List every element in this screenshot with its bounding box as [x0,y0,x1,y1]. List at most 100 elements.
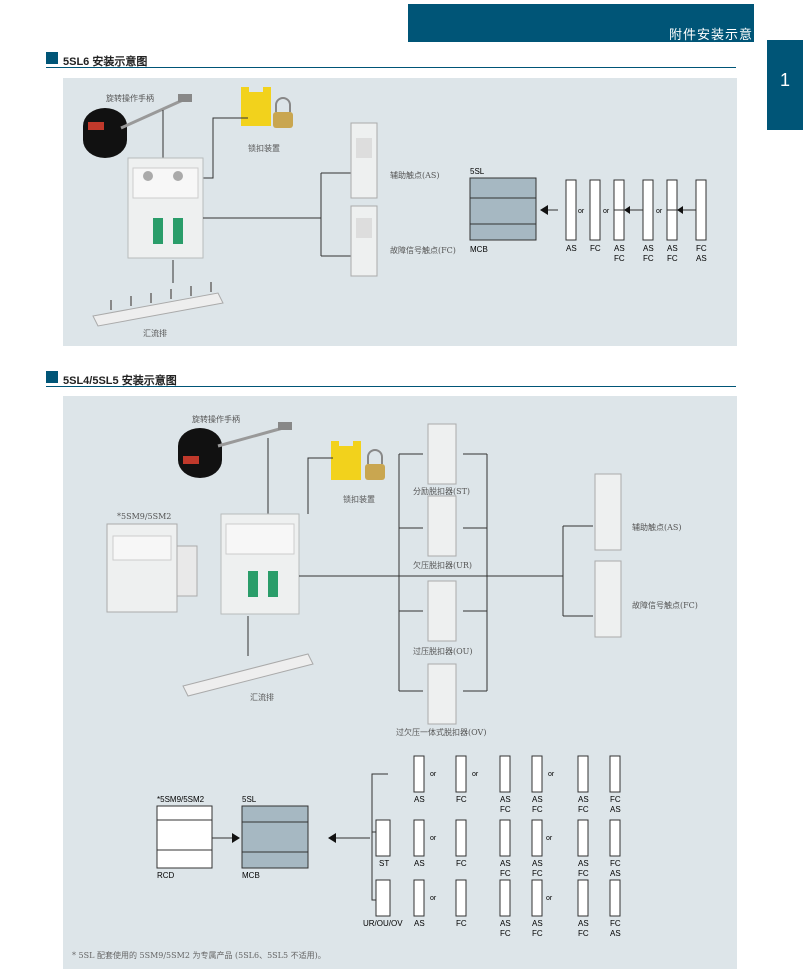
svg-text:FC: FC [614,254,625,263]
aux-contact-images-2 [594,473,622,638]
svg-text:FC: FC [590,244,601,253]
busbar-image [92,260,224,327]
mcb-block [469,177,537,241]
aux-contact-image [350,122,378,277]
ov-label: 过欠压一体式脱扣器(OV) [396,728,487,737]
svg-text:FC: FC [578,805,589,814]
mcb-block-2 [241,805,309,869]
fc-label-2: 故障信号触点(FC) [632,601,698,610]
svg-text:AS: AS [578,795,589,804]
section2-illustration [106,422,622,725]
svg-text:AS: AS [578,919,589,928]
section1-title: 5SL6 安装示意图 [63,56,148,68]
section2-rule [46,386,736,387]
svg-text:or: or [430,835,437,842]
mcb-block-bottom-label-2: MCB [242,871,260,880]
lock-label: 锁扣装置 [248,144,280,153]
svg-text:FC: FC [532,929,543,938]
section1-rule [46,67,736,68]
rcd-block [156,805,213,869]
mcb-block-top-label: 5SL [470,167,485,176]
svg-text:or: or [430,771,437,778]
svg-text:or: or [546,835,553,842]
svg-text:FC: FC [696,244,707,253]
rcd-image [106,523,198,613]
svg-text:AS: AS [532,859,543,868]
busbar-label: 汇流排 [143,329,167,338]
svg-text:FC: FC [500,929,511,938]
svg-text:AS: AS [414,859,425,868]
svg-text:AS: AS [696,254,707,263]
svg-text:or: or [578,208,585,215]
chapter-tab: 1 [767,40,803,130]
rcd-block-bottom-label: RCD [157,871,175,880]
svg-text:or: or [430,895,437,902]
rotary-handle-image [83,94,192,158]
svg-text:FC: FC [578,929,589,938]
svg-text:AS: AS [643,244,654,253]
rcd-block-top-label: *5SM9/5SM2 [157,795,205,804]
fc-label: 故障信号触点(FC) [390,246,456,255]
section1-marker [46,52,58,64]
svg-text:AS: AS [610,929,621,938]
svg-text:FC: FC [456,859,467,868]
rotary-handle-image-2 [178,422,292,478]
svg-text:AS: AS [614,244,625,253]
svg-text:FC: FC [456,919,467,928]
as-label-2: 辅助触点(AS) [632,523,682,532]
busbar-image-2 [182,616,314,697]
section1-illustration [83,87,378,327]
handle-label: 旋转操作手柄 [106,94,154,103]
st-label: 分励脱扣器(ST) [413,487,471,496]
svg-text:AS: AS [566,244,577,253]
svg-text:FC: FC [532,805,543,814]
svg-text:FC: FC [456,795,467,804]
svg-text:or: or [656,208,663,215]
svg-text:FC: FC [643,254,654,263]
section2-schematic: *5SM9/5SM2 RCD 5SL MCB or or or AS FC AS… [156,755,621,938]
mcb-block-top-label-2: 5SL [242,795,257,804]
svg-text:AS: AS [414,919,425,928]
release-device-images [427,423,457,725]
svg-text:FC: FC [578,869,589,878]
lock-label-2: 锁扣装置 [343,495,375,504]
svg-text:FC: FC [500,869,511,878]
svg-text:FC: FC [500,805,511,814]
mcb-image-2 [220,513,300,615]
lock-device-image-2 [331,441,385,480]
svg-text:UR/OU/OV: UR/OU/OV [363,919,403,928]
svg-text:AS: AS [667,244,678,253]
svg-text:AS: AS [500,859,511,868]
svg-text:FC: FC [667,254,678,263]
svg-text:FC: FC [610,859,621,868]
page-title: 附件安装示意 [668,27,753,42]
section2-panel [63,396,737,969]
svg-text:FC: FC [610,795,621,804]
svg-text:AS: AS [610,805,621,814]
ur-label: 欠压脱扣器(UR) [413,561,473,570]
svg-text:or: or [603,208,610,215]
svg-text:or: or [472,771,479,778]
ou-label: 过压脱扣器(OU) [413,647,473,656]
mcb-block-bottom-label: MCB [470,245,488,254]
section2-marker [46,371,58,383]
svg-text:AS: AS [532,919,543,928]
as-label: 辅助触点(AS) [390,171,440,180]
footnote: * 5SL 配套使用的 5SM9/5SM2 为专属产品 (5SL6、5SL5 不… [72,951,326,960]
svg-text:AS: AS [500,919,511,928]
header-bar [408,4,754,42]
svg-text:AS: AS [500,795,511,804]
section2-title: 5SL4/5SL5 安装示意图 [63,375,177,387]
section1-schematic: 5SL MCB or or or AS FC AS FC AS FC AS FC… [469,167,707,263]
svg-text:AS: AS [578,859,589,868]
mcb-image [127,157,204,259]
svg-text:AS: AS [610,869,621,878]
busbar-label-2: 汇流排 [250,693,274,702]
lock-device-image [241,87,293,128]
svg-text:AS: AS [532,795,543,804]
rcd-device-label: *5SM9/5SM2 [117,512,172,521]
svg-text:or: or [548,771,555,778]
svg-text:FC: FC [610,919,621,928]
svg-text:AS: AS [414,795,425,804]
svg-text:ST: ST [379,859,389,868]
